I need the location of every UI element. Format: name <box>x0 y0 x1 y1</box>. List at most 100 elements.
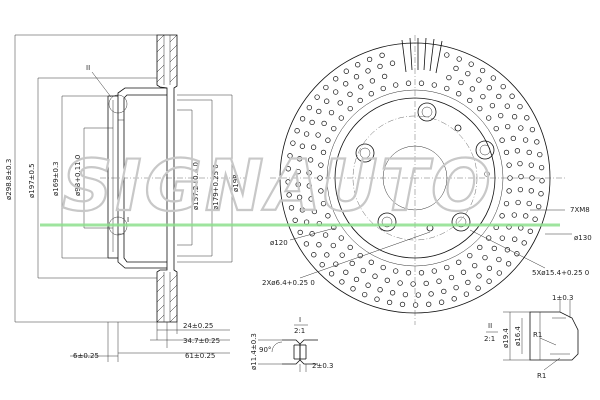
drilled-hole <box>389 60 396 66</box>
drilled-hole <box>537 151 543 158</box>
locating-hole <box>454 124 462 132</box>
drilled-hole <box>316 242 322 248</box>
drilled-hole <box>486 265 493 271</box>
drilled-hole <box>295 168 301 175</box>
drilled-hole <box>444 85 450 92</box>
drilled-hole <box>505 261 512 267</box>
drilled-hole <box>317 175 323 181</box>
label-lug-holes: 5Xø15.4+0.25 0 <box>532 269 589 277</box>
drilled-hole <box>415 292 421 298</box>
drilled-hole <box>479 67 486 74</box>
drilled-hole <box>299 207 306 213</box>
drilled-hole <box>496 270 502 276</box>
drilled-hole <box>372 273 378 279</box>
drilled-hole <box>296 194 303 200</box>
drilled-hole <box>386 299 393 306</box>
dim-flange-thickness: 6±0.25 <box>73 352 99 360</box>
drilled-hole <box>309 119 315 126</box>
drilled-hole <box>320 200 327 207</box>
drilled-hole <box>320 149 327 156</box>
drilled-hole <box>418 270 425 276</box>
drilled-hole <box>528 188 534 194</box>
drilled-hole <box>347 244 353 251</box>
drilled-hole <box>511 114 518 120</box>
drilled-hole <box>343 81 349 87</box>
detail-ii-offset: 1±0.3 <box>552 294 573 302</box>
drilled-hole <box>499 137 505 143</box>
drilled-hole <box>532 216 538 222</box>
drilled-hole <box>499 235 505 241</box>
drilled-hole <box>526 200 532 207</box>
drilled-hole <box>538 191 544 197</box>
drilled-hole <box>499 213 505 219</box>
drilled-hole <box>505 123 511 130</box>
drilled-hole <box>444 264 450 271</box>
drilled-hole <box>333 261 339 267</box>
drilled-hole <box>528 162 534 168</box>
drilled-hole <box>325 137 331 143</box>
drilled-hole <box>436 278 442 284</box>
drilled-hole <box>538 164 545 171</box>
lug-holes <box>355 102 495 232</box>
drilled-hole <box>482 254 488 261</box>
drilled-hole <box>475 285 481 291</box>
drilled-hole <box>338 115 344 121</box>
drilled-hole <box>296 156 303 162</box>
drilled-hole <box>318 188 324 194</box>
drilled-hole <box>362 291 368 298</box>
label-thread: 7XM8 <box>570 206 590 214</box>
drilled-hole <box>506 162 512 168</box>
drilled-hole <box>456 56 462 62</box>
drilled-hole <box>465 70 471 77</box>
drilled-hole <box>510 135 516 142</box>
drilled-hole <box>295 181 301 188</box>
drilled-hole <box>380 264 386 271</box>
drilled-hole <box>465 279 471 286</box>
watermark: SIGNAUTO <box>40 144 560 228</box>
drilled-hole <box>353 74 360 80</box>
drilled-hole <box>368 259 374 265</box>
drilled-hole <box>504 103 510 109</box>
drilled-hole <box>322 232 329 238</box>
drilled-hole <box>357 97 363 104</box>
drilled-hole <box>299 143 306 149</box>
drilled-hole <box>350 286 356 292</box>
drilled-hole <box>333 76 339 82</box>
drilled-hole <box>423 280 429 287</box>
drilled-hole <box>527 228 533 234</box>
drilled-hole <box>368 91 374 97</box>
drilled-hole <box>477 244 483 251</box>
drilled-hole <box>486 278 492 284</box>
drilled-hole <box>321 120 327 127</box>
dim-ring-thickness: 24±0.25 <box>183 322 213 330</box>
detail-i-depth: 2±0.3 <box>312 362 333 370</box>
drilled-hole <box>397 280 403 286</box>
drilled-hole <box>405 270 412 276</box>
drilled-hole <box>486 115 492 121</box>
drilled-hole <box>315 132 321 138</box>
vent-slot-marks <box>401 37 443 74</box>
drilled-hole <box>534 139 540 145</box>
drilled-hole <box>453 284 459 291</box>
drilled-hole <box>380 85 386 92</box>
drilled-hole <box>365 282 371 288</box>
drilled-hole <box>314 94 320 100</box>
drilled-hole <box>506 188 512 194</box>
drilled-hole <box>472 262 478 269</box>
drilled-hole <box>339 279 345 285</box>
drilled-hole <box>504 247 511 253</box>
drilled-hole <box>324 98 330 104</box>
drilled-hole <box>503 149 510 156</box>
drilled-hole <box>463 291 470 297</box>
drilled-hole <box>328 109 335 116</box>
drilled-hole <box>477 105 483 112</box>
drilled-hole <box>306 104 312 111</box>
detail-ii-radius-top: R1 <box>533 331 542 339</box>
drilled-hole <box>460 269 467 275</box>
drilled-hole <box>438 299 445 305</box>
drilled-hole <box>324 252 330 258</box>
detail-i-angle: 90° <box>259 346 271 354</box>
drilled-hole <box>441 288 447 295</box>
drilled-hole <box>374 296 380 302</box>
dim-hat-outer-diameter: ø169±0.3 <box>52 161 60 196</box>
